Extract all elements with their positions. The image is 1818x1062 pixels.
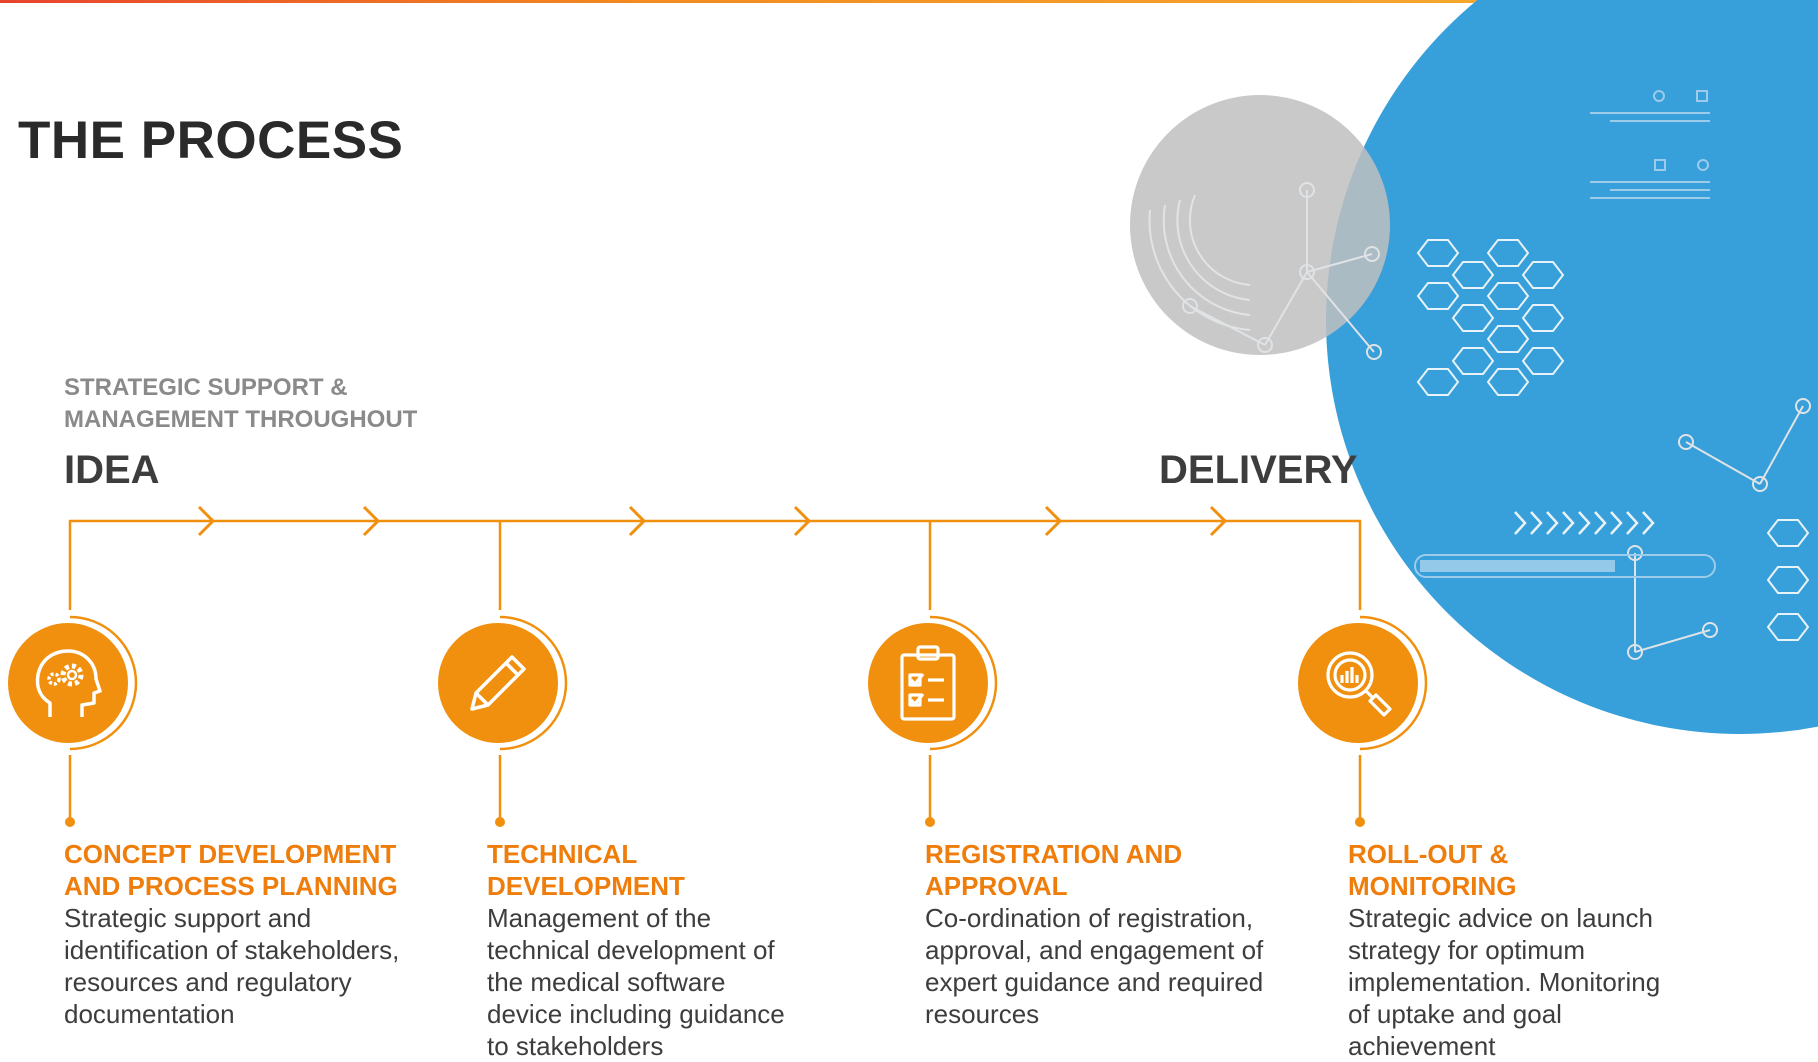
step-2-title: TECHNICAL DEVELOPMENT: [487, 838, 867, 902]
step-2-title-line-1: TECHNICAL: [487, 839, 638, 869]
step-2-desc-line: technical development of: [487, 935, 775, 965]
ui-symbols: [1653, 90, 1709, 171]
timeline-arrow: [1044, 505, 1063, 537]
step-3-desc-line: resources: [925, 999, 1040, 1029]
step-4-desc-line: of uptake and goal: [1348, 999, 1562, 1029]
subtitle-line-2: MANAGEMENT THROUGHOUT: [64, 406, 418, 433]
timeline-arrows: [197, 505, 1228, 537]
step-4-title-line-2: MONITORING: [1348, 871, 1517, 901]
step-ring-arcs: [69, 615, 1428, 751]
timeline-arrow: [1209, 505, 1228, 537]
blue-decor-circle: [1326, 0, 1818, 734]
step-1-desc-line: resources and regulatory: [64, 967, 352, 997]
step-1-title-line-2: AND PROCESS PLANNING: [64, 871, 398, 901]
step-1-title-line-1: CONCEPT DEVELOPMENT: [64, 839, 397, 869]
step-3-title-line-1: REGISTRATION AND: [925, 839, 1183, 869]
step-2-icon-circle: [438, 623, 558, 743]
ui-lines: [1590, 112, 1710, 199]
step-3-desc-line: Co-ordination of registration,: [925, 903, 1254, 933]
pencil-icon: [470, 655, 526, 711]
step-2-desc-line: to stakeholders: [487, 1031, 664, 1061]
step-1-description: Strategic support and identification of …: [64, 902, 444, 1030]
step-2-description: Management of the technical development …: [487, 902, 867, 1062]
step-4-icon-circle: [1298, 623, 1418, 743]
step-3-icon-circle: [868, 623, 988, 743]
top-accent-bar: [0, 0, 1818, 3]
step-1-desc-line: identification of stakeholders,: [64, 935, 400, 965]
timeline-dots: [65, 817, 1365, 827]
step-4-desc-line: implementation. Monitoring: [1348, 967, 1661, 997]
step-4-desc-line: Strategic advice on launch: [1348, 903, 1653, 933]
magnifier-chart-icon: [1326, 651, 1392, 717]
step-2-desc-line: Management of the: [487, 903, 712, 933]
step-1-desc-line: Strategic support and: [64, 903, 312, 933]
network-lines: [1182, 182, 1811, 660]
page-title: THE PROCESS: [18, 111, 404, 170]
step-2-title-line-2: DEVELOPMENT: [487, 871, 685, 901]
timeline-arrow: [793, 505, 812, 537]
timeline-arrow: [197, 505, 216, 537]
step-3-desc-line: expert guidance and required: [925, 967, 1264, 997]
step-3-title-line-2: APPROVAL: [925, 871, 1068, 901]
progress-fill: [1420, 560, 1615, 572]
step-4-description: Strategic advice on launch strategy for …: [1348, 902, 1728, 1062]
progress-track: [1414, 554, 1716, 578]
hexagon-cluster: [1416, 239, 1810, 641]
timeline-line: [68, 519, 1362, 822]
step-4-title: ROLL-OUT & MONITORING: [1348, 838, 1728, 902]
end-label: DELIVERY: [1159, 448, 1358, 492]
chevron-row: [1514, 511, 1655, 535]
step-4-desc-line: strategy for optimum: [1348, 935, 1585, 965]
timeline-arrow: [628, 505, 647, 537]
step-2-desc-line: device including guidance: [487, 999, 785, 1029]
step-1-icon-circle: [8, 623, 128, 743]
step-3-title: REGISTRATION AND APPROVAL: [925, 838, 1305, 902]
step-2-desc-line: the medical software: [487, 967, 726, 997]
step-1-title: CONCEPT DEVELOPMENT AND PROCESS PLANNING: [64, 838, 444, 902]
step-4-desc-line: achievement: [1348, 1031, 1496, 1061]
start-label: IDEA: [64, 448, 160, 492]
head-gears-icon: [35, 649, 102, 717]
step-4-title-line-1: ROLL-OUT &: [1348, 839, 1509, 869]
step-3-desc-line: approval, and engagement of: [925, 935, 1264, 965]
subtitle: STRATEGIC SUPPORT & MANAGEMENT THROUGHOU…: [64, 372, 484, 436]
subtitle-line-1: STRATEGIC SUPPORT &: [64, 374, 348, 401]
clipboard-checklist-icon: [900, 645, 956, 721]
step-1-desc-line: documentation: [64, 999, 235, 1029]
step-3-description: Co-ordination of registration, approval,…: [925, 902, 1305, 1030]
timeline-arrow: [362, 505, 381, 537]
